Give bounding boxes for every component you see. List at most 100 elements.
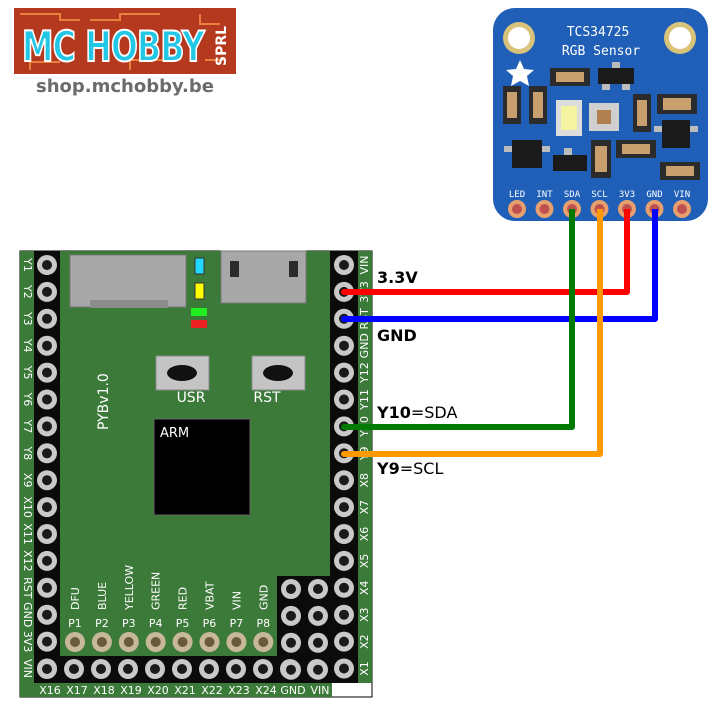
corner-pin-3-0: [281, 659, 301, 680]
left-pin-y2: [37, 281, 57, 302]
left-pin-3v3: [37, 631, 57, 652]
bottom-pin-x21: [172, 659, 192, 679]
wire-label-scl-func: =SCL: [400, 459, 444, 478]
right-pin-x8: [334, 470, 354, 491]
rst-button-label: RST: [253, 390, 281, 406]
p-pin-label-p4: P4: [149, 617, 163, 630]
left-pin-label-y4: Y4: [21, 338, 34, 353]
corner-header-pins: [281, 579, 328, 680]
left-pin-y3: [37, 308, 57, 329]
bottom-pin-x20: [145, 659, 165, 679]
sensor-pin-label-vin: VIN: [674, 190, 690, 200]
sensor-pin-label-led: LED: [509, 190, 525, 200]
p-function-label-vin: VIN: [230, 591, 243, 610]
led-blue: [194, 257, 205, 275]
sensor-mounting-hole-left: [503, 22, 535, 54]
left-pin-label-vin: VIN: [21, 659, 34, 678]
sensor-name: TCS34725: [567, 25, 630, 40]
right-pin-label-x1: X1: [358, 661, 371, 676]
left-pin-label-x12: X12: [21, 550, 34, 572]
sensor-pin-label-scl: SCL: [591, 190, 607, 200]
p-pin-label-p2: P2: [95, 617, 109, 630]
p-pin-label-p3: P3: [122, 617, 136, 630]
usr-button[interactable]: [155, 355, 210, 391]
left-pin-label-y5: Y5: [21, 365, 34, 380]
left-pin-label-x11: X11: [21, 523, 34, 545]
right-pin-y12: [334, 362, 354, 383]
usr-button-label: USR: [177, 390, 206, 406]
right-pin-x2: [334, 631, 354, 652]
mchobby-logo: MC HOBBY SPRL shop.mchobby.be: [14, 8, 236, 97]
p-function-label-gnd: GND: [257, 585, 270, 610]
wire-label-sda: Y10=SDA: [376, 403, 457, 422]
bottom-pin-label-gnd: GND: [280, 684, 305, 697]
led-red: [191, 320, 207, 328]
sensor-pin-int: [535, 200, 554, 218]
corner-pin-1-1: [308, 605, 328, 626]
p-pin-p7: [226, 632, 247, 652]
bottom-pin-label-x21: X21: [174, 684, 196, 697]
p-function-label-vbat: VBAT: [204, 581, 217, 610]
wire-label-3v3: 3.3V: [377, 268, 418, 287]
adafruit-star-icon: [506, 60, 534, 86]
right-pin-x4: [334, 577, 354, 598]
sensor-pin-label-gnd: GND: [646, 190, 662, 200]
bottom-pin-label-x22: X22: [201, 684, 223, 697]
p-function-label-green: GREEN: [150, 572, 163, 610]
bottom-pin-x23: [226, 659, 246, 679]
left-pin-label-y2: Y2: [21, 284, 34, 299]
p-pin-label-p8: P8: [256, 617, 270, 630]
p-pin-p8: [253, 632, 274, 652]
wire-scl: [344, 209, 603, 457]
sd-card-slot-lip: [90, 300, 168, 308]
left-pin-label-3v3: 3V3: [21, 631, 34, 653]
right-pin-x3: [334, 604, 354, 625]
left-pin-y5: [37, 362, 57, 383]
p-pin-label-p7: P7: [230, 617, 244, 630]
left-pin-x9: [37, 470, 57, 491]
wire-label-sda-pin: Y10: [376, 403, 411, 422]
sensor-pin-label-3v3: 3V3: [619, 190, 635, 200]
left-pin-label-y6: Y6: [21, 392, 34, 407]
wire-sda: [344, 209, 575, 430]
p-pin-p3: [118, 632, 139, 652]
left-pin-x12: [37, 550, 57, 571]
p-pin-label-p5: P5: [176, 617, 190, 630]
corner-pin-1-0: [281, 605, 301, 626]
right-pin-label-y11: Y11: [358, 389, 371, 411]
bottom-pin-label-vin: VIN: [311, 684, 330, 697]
arm-chip-label: ARM: [160, 426, 189, 441]
right-pin-x5: [334, 550, 354, 571]
usb-tab-left: [230, 261, 239, 277]
logo-suffix: SPRL: [214, 26, 230, 66]
bottom-pin-label-x19: X19: [120, 684, 142, 697]
left-pin-y4: [37, 335, 57, 356]
left-pin-label-x10: X10: [21, 496, 34, 518]
bottom-pin-label-x17: X17: [66, 684, 88, 697]
right-pin-label-x4: X4: [358, 581, 371, 596]
sensor-pin-vin: [673, 200, 691, 218]
left-pin-y7: [37, 416, 57, 437]
left-pin-x11: [37, 524, 57, 544]
sensor-components: [503, 62, 700, 180]
p-pin-p6: [199, 632, 220, 652]
bottom-pin-label-x23: X23: [228, 684, 250, 697]
logo-circuit-traces: [20, 13, 225, 70]
wire-gnd: [344, 209, 658, 322]
right-pin-x6: [334, 524, 354, 544]
right-pin-label-gnd: GND: [358, 333, 371, 358]
bottom-pin-x22: [199, 659, 219, 679]
logo-website[interactable]: shop.mchobby.be: [36, 76, 214, 97]
right-pin-label-x5: X5: [358, 554, 371, 569]
board-version: PYBv1.0: [96, 373, 112, 430]
left-pin-gnd: [37, 604, 57, 625]
left-pin-label-y8: Y8: [21, 445, 34, 460]
logo-brand: MC HOBBY: [22, 22, 205, 71]
sensor-pin-label-int: INT: [536, 190, 553, 200]
bottom-pin-x19: [118, 659, 138, 679]
rst-button[interactable]: [251, 355, 306, 391]
